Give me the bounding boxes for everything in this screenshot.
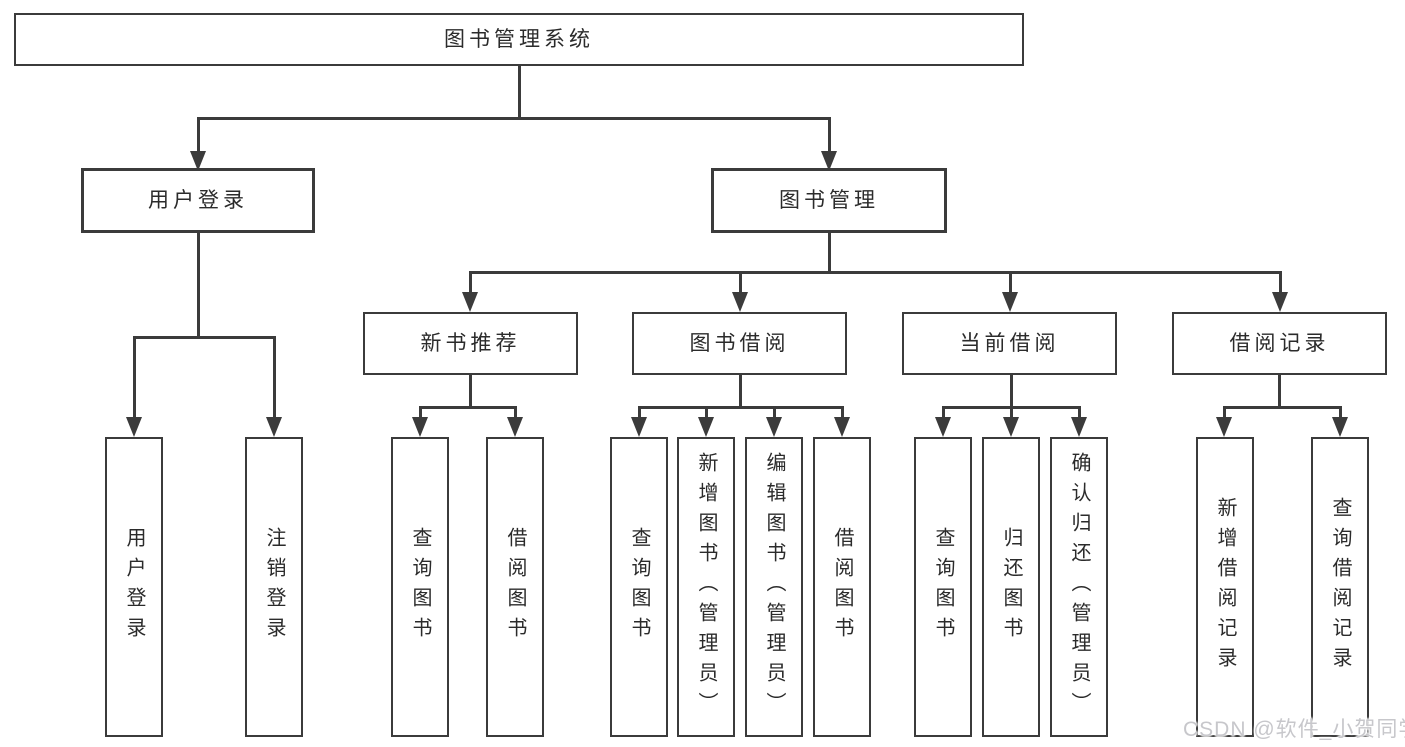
leaf-add-borrow-record: 新增借阅记录 <box>1196 437 1254 737</box>
leaf-logout: 注销登录 <box>245 437 303 737</box>
arrow-down-icon <box>1332 417 1348 437</box>
connector-line <box>637 406 641 419</box>
watermark: CSDN @软件_小贺同学 <box>1183 718 1405 741</box>
connector-line <box>1338 406 1342 419</box>
connector-line <box>840 406 844 419</box>
connector-line <box>1009 375 1013 408</box>
connector-line <box>132 336 136 419</box>
leaf-borrow-books: 借阅图书 <box>813 437 871 737</box>
connector-line <box>1278 375 1281 408</box>
arrow-down-icon <box>1002 292 1018 312</box>
leaf-recommend-borrow-books: 借阅图书 <box>486 437 544 737</box>
node-user-login: 用户登录 <box>81 168 315 233</box>
leaf-query-borrow-record: 查询借阅记录 <box>1311 437 1369 737</box>
arrow-down-icon <box>766 417 782 437</box>
connector-line <box>941 406 945 419</box>
leaf-confirm-return-admin: 确认归还（管理员） <box>1050 437 1108 737</box>
arrow-down-icon <box>507 417 523 437</box>
leaf-return-books: 归还图书 <box>982 437 1040 737</box>
arrow-down-icon <box>412 417 428 437</box>
connector-line <box>637 406 844 409</box>
node-current-borrowing: 当前借阅 <box>902 312 1117 375</box>
node-book-management: 图书管理 <box>711 168 947 233</box>
connector-line <box>196 117 831 120</box>
connector-line <box>772 406 776 419</box>
connector-line <box>827 233 831 273</box>
connector-line <box>468 271 1282 274</box>
connector-line <box>513 406 517 419</box>
connector-line <box>1077 406 1081 419</box>
connector-line <box>738 271 742 296</box>
connector-line <box>1009 406 1013 419</box>
arrow-down-icon <box>1071 417 1087 437</box>
arrow-down-icon <box>126 417 142 437</box>
leaf-user-login: 用户登录 <box>105 437 163 737</box>
connector-line <box>272 336 276 419</box>
node-borrowing-records: 借阅记录 <box>1172 312 1387 375</box>
connector-line <box>1008 271 1012 296</box>
arrow-down-icon <box>462 292 478 312</box>
arrow-down-icon <box>821 151 837 171</box>
connector-line <box>468 375 472 408</box>
leaf-add-books-admin: 新增图书（管理员） <box>677 437 735 737</box>
arrow-down-icon <box>732 292 748 312</box>
connector-line <box>1222 406 1226 419</box>
node-root: 图书管理系统 <box>14 13 1024 66</box>
arrow-down-icon <box>190 151 206 171</box>
arrow-down-icon <box>698 417 714 437</box>
connector-line <box>738 375 742 408</box>
arrow-down-icon <box>1003 417 1019 437</box>
connector-line <box>517 66 521 119</box>
node-new-book-recommend: 新书推荐 <box>363 312 578 375</box>
connector-line <box>132 336 276 339</box>
leaf-current-query-books: 查询图书 <box>914 437 972 737</box>
leaf-borrowing-query-books: 查询图书 <box>610 437 668 737</box>
arrow-down-icon <box>266 417 282 437</box>
arrow-down-icon <box>834 417 850 437</box>
node-book-borrowing: 图书借阅 <box>632 312 847 375</box>
connector-line <box>196 117 200 155</box>
connector-line <box>1222 406 1341 409</box>
connector-line <box>1278 271 1282 296</box>
arrow-down-icon <box>1272 292 1288 312</box>
connector-line <box>196 232 200 338</box>
connector-line <box>418 406 422 419</box>
connector-line <box>704 406 708 419</box>
connector-line <box>468 271 472 296</box>
leaf-edit-books-admin: 编辑图书（管理员） <box>745 437 803 737</box>
connector-line <box>827 117 831 155</box>
leaf-recommend-query-books: 查询图书 <box>391 437 449 737</box>
arrow-down-icon <box>631 417 647 437</box>
arrow-down-icon <box>1216 417 1232 437</box>
connector-line <box>418 406 516 409</box>
arrow-down-icon <box>935 417 951 437</box>
